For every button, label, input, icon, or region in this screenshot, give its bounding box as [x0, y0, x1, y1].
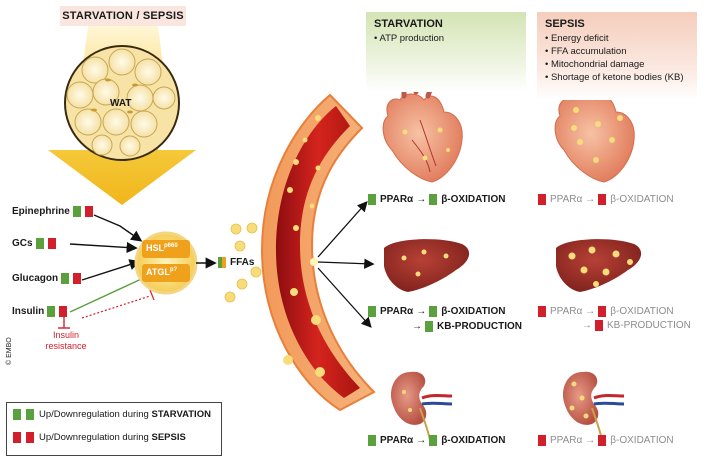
up-green-icon: [368, 194, 376, 205]
down-red-icon: [595, 320, 603, 331]
down-red-icon: [598, 435, 607, 446]
up-green-icon: [72, 206, 81, 217]
liver-starvation-kb: → KB-PRODUCTION: [412, 321, 522, 332]
down-green-icon: [47, 306, 56, 317]
up-icon: [218, 257, 226, 268]
big-down-arrow: [48, 150, 196, 205]
top-label: STARVATION / SEPSIS: [60, 6, 186, 26]
down-green-icon: [26, 409, 34, 420]
kidney-starvation-pathway: PPARα → β-OXIDATION: [368, 435, 505, 446]
hormone-gcs: GCs: [12, 238, 57, 249]
down-red-icon: [598, 306, 607, 317]
starvation-panel: STARVATION • ATP production: [366, 12, 526, 92]
sepsis-header: SEPSIS: [545, 18, 585, 30]
hormone-epinephrine: Epinephrine: [12, 206, 94, 217]
up-green-icon: [368, 435, 376, 446]
starvation-bullet: • ATP production: [374, 33, 445, 44]
down-red-icon: [538, 435, 546, 446]
credit: © EMBO: [6, 337, 13, 365]
hormone-label: Glucagon: [12, 273, 59, 284]
sepsis-bullet: • FFA accumulation: [545, 46, 627, 57]
hsl-label: HSLp660: [146, 243, 178, 253]
sepsis-bullet: • Mitochondrial damage: [545, 59, 645, 70]
sepsis-panel: SEPSIS • Energy deficit • FFA accumulati…: [537, 12, 697, 100]
kidney-starvation: [390, 371, 453, 441]
heart-starvation: [382, 77, 463, 183]
liver-sepsis: [556, 239, 642, 292]
liver-starvation: [384, 239, 470, 292]
down-red-icon: [598, 194, 607, 205]
down-red-icon: [538, 306, 546, 317]
up-green-icon: [425, 321, 433, 332]
kidney-sepsis: [562, 371, 625, 441]
sepsis-bullet: • Energy deficit: [545, 33, 609, 44]
fat-cells: [66, 48, 176, 157]
sepsis-bullet: • Shortage of ketone bodies (KB): [545, 72, 684, 83]
up-green-icon: [35, 238, 44, 249]
up-green-icon: [61, 273, 70, 284]
legend: Up/Downregulation during STARVATION Up/D…: [6, 402, 222, 456]
up-red-icon: [73, 273, 82, 284]
legend-starvation: Up/Downregulation during STARVATION: [13, 409, 211, 420]
heart-starvation-pathway: PPARα → β-OXIDATION: [368, 194, 505, 205]
kidney-sepsis-pathway: PPARα → β-OXIDATION: [538, 435, 674, 446]
up-green-icon: [368, 306, 376, 317]
liver-starvation-pathway: PPARα → β-OXIDATION: [368, 306, 505, 317]
hormone-label: Epinephrine: [12, 206, 70, 217]
atgl-label: ATGLp?: [146, 267, 178, 277]
up-green-icon: [429, 306, 438, 317]
starvation-header: STARVATION: [374, 18, 443, 30]
liver-sepsis-kb: → KB-PRODUCTION: [582, 320, 691, 331]
down-red-icon: [538, 194, 546, 205]
up-red-icon: [59, 306, 68, 317]
hormone-glucagon: Glucagon: [12, 273, 82, 284]
up-green-icon: [429, 435, 438, 446]
hormone-label: Insulin: [12, 306, 45, 317]
up-green-icon: [429, 194, 438, 205]
ffa-label: FFAs: [218, 257, 254, 268]
down-red-icon: [26, 432, 34, 443]
up-red-icon: [47, 238, 56, 249]
up-red-icon: [84, 206, 93, 217]
heart-sepsis-pathway: PPARα → β-OXIDATION: [538, 194, 674, 205]
wat-label: WAT: [110, 98, 132, 109]
insulin-resistance-label: Insulin resistance: [45, 330, 87, 351]
hormone-label: GCs: [12, 238, 33, 249]
up-red-icon: [13, 432, 21, 443]
hormone-insulin: Insulin: [12, 306, 68, 317]
legend-sepsis: Up/Downregulation during SEPSIS: [13, 432, 186, 443]
liver-sepsis-pathway: PPARα → β-OXIDATION: [538, 306, 674, 317]
up-green-icon: [13, 409, 21, 420]
vessel-lumen: [276, 106, 360, 398]
